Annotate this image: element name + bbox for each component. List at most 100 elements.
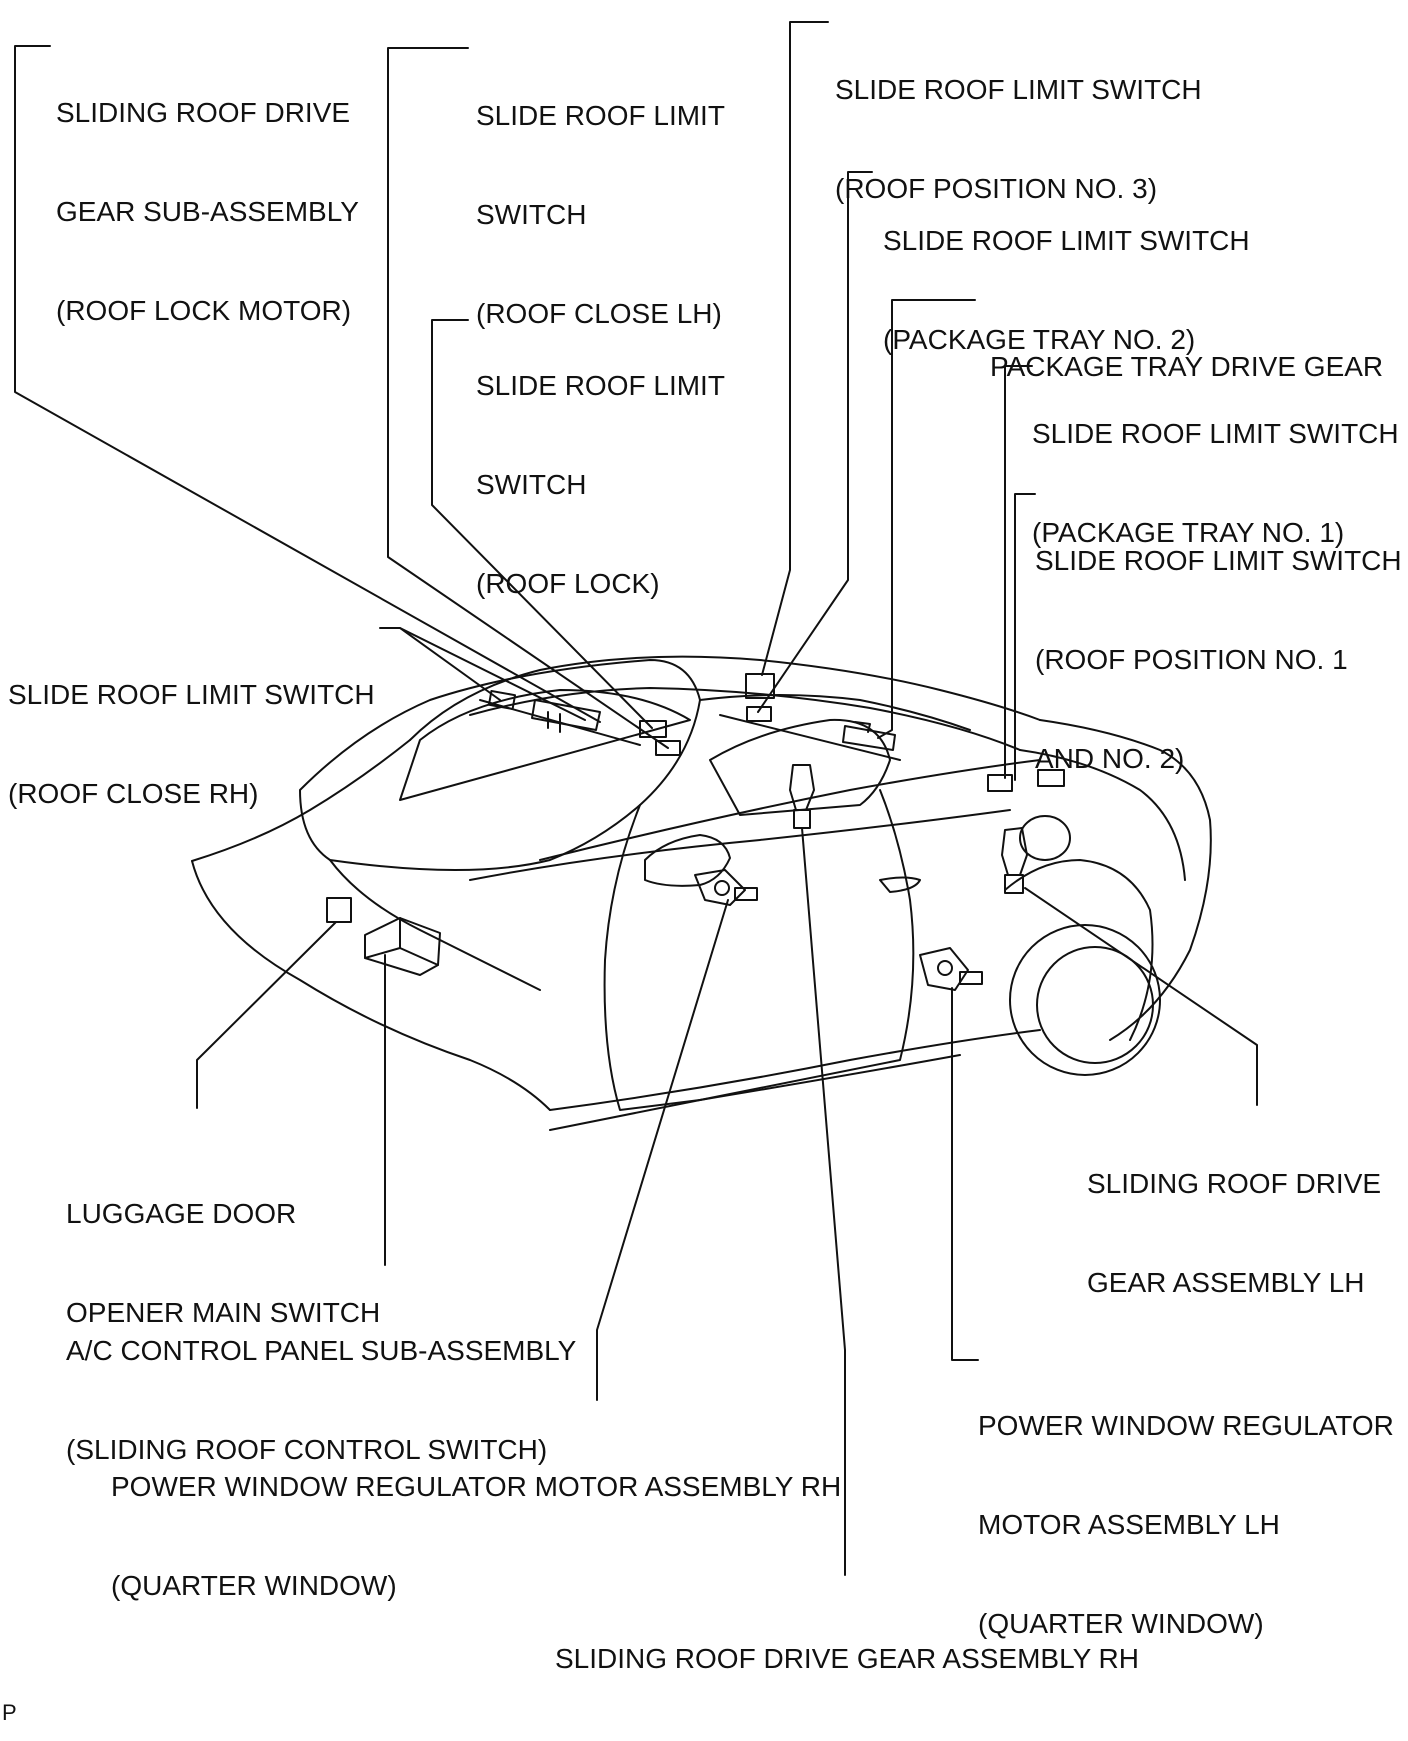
component-roof-lock-motor: [531, 699, 601, 733]
car-door-mirror: [644, 834, 731, 887]
label-line: (ROOF CLOSE LH): [476, 298, 722, 329]
label-line: PACKAGE TRAY DRIVE GEAR: [990, 351, 1384, 382]
leader-roof-lock-switch: [431, 319, 653, 729]
leader-window-motor-lh: [951, 987, 979, 1361]
label-line: SWITCH: [476, 199, 587, 230]
label-window-motor-rh: POWER WINDOW REGULATOR MOTOR ASSEMBLY RH…: [111, 1404, 841, 1668]
leader-roof-position-3: [761, 21, 829, 676]
component-roof-close-lh: [655, 740, 681, 756]
leader-luggage-door-opener: [196, 921, 337, 1109]
label-roof-position-1-2: SLIDE ROOF LIMIT SWITCH (ROOF POSITION N…: [1035, 478, 1402, 841]
label-line: (ROOF CLOSE RH): [8, 778, 259, 809]
component-luggage-door-opener: [326, 897, 352, 923]
leader-roof-lock-motor: [14, 45, 601, 723]
label-package-tray-1: SLIDE ROOF LIMIT SWITCH (PACKAGE TRAY NO…: [1032, 351, 1399, 615]
component-window-motor-lh: [919, 947, 983, 991]
label-line: SLIDING ROOF DRIVE: [1087, 1168, 1382, 1199]
label-line: AND NO. 2): [1035, 743, 1185, 774]
label-line: (PACKAGE TRAY NO. 2): [883, 324, 1196, 355]
leader-window-motor-rh: [596, 899, 729, 1401]
leader-package-tray-drive-gear: [877, 299, 976, 739]
component-ac-control-panel: [364, 917, 441, 976]
car-rear-window: [299, 659, 701, 871]
label-package-tray-2: SLIDE ROOF LIMIT SWITCH (PACKAGE TRAY NO…: [883, 158, 1250, 422]
component-package-tray-1: [987, 774, 1013, 792]
component-roof-lock-switch: [639, 720, 667, 738]
car-rear-bumper: [191, 860, 551, 1111]
label-line: SLIDE ROOF LIMIT SWITCH: [835, 74, 1202, 105]
car-sill: [549, 1029, 1041, 1111]
label-roof-lock-motor: SLIDING ROOF DRIVE GEAR SUB-ASSEMBLY (RO…: [56, 30, 359, 393]
car-hood: [1039, 719, 1212, 1041]
component-roof-position-1-2: [1037, 769, 1065, 787]
label-line: SLIDE ROOF LIMIT: [476, 370, 725, 401]
label-line: (SLIDING ROOF CONTROL SWITCH): [66, 1434, 548, 1465]
label-ac-control-panel: A/C CONTROL PANEL SUB-ASSEMBLY (SLIDING …: [66, 1268, 576, 1532]
leader-drive-gear-lh: [1024, 887, 1258, 1106]
car-door-outline: [603, 789, 915, 1111]
label-line: (ROOF POSITION NO. 3): [835, 173, 1158, 204]
label-line: SWITCH: [476, 469, 587, 500]
label-line: GEAR SUB-ASSEMBLY: [56, 196, 359, 227]
car-trunk-lid: [191, 739, 411, 862]
car-hood-crease: [1019, 749, 1186, 881]
car-fuel-door: [1019, 815, 1071, 861]
label-drive-gear-lh: SLIDING ROOF DRIVE GEAR ASSEMBLY LH: [1087, 1101, 1381, 1365]
label-roof-close-rh: SLIDE ROOF LIMIT SWITCH (ROOF CLOSE RH): [8, 612, 375, 876]
component-roof-close-rh: [487, 690, 517, 710]
label-line: SLIDE ROOF LIMIT SWITCH: [8, 679, 375, 710]
car-rear-quarter: [329, 859, 541, 991]
label-line: SLIDING ROOF DRIVE GEAR ASSEMBLY RH: [555, 1643, 1139, 1674]
leader-package-tray-1: [1004, 365, 1033, 779]
car-body-side-mid: [469, 809, 1011, 881]
leader-lines: [14, 21, 1258, 1576]
leader-package-tray-2: [757, 171, 873, 713]
label-line: A/C CONTROL PANEL SUB-ASSEMBLY: [66, 1335, 577, 1366]
label-drive-gear-rh: SLIDING ROOF DRIVE GEAR ASSEMBLY RH: [555, 1576, 1139, 1741]
car-roof: [409, 655, 1041, 741]
car-lower-body: [549, 1054, 961, 1131]
label-line: (ROOF POSITION NO. 1: [1035, 644, 1348, 675]
label-roof-close-lh: SLIDE ROOF LIMIT SWITCH (ROOF CLOSE LH): [476, 33, 725, 396]
label-roof-position-3: SLIDE ROOF LIMIT SWITCH (ROOF POSITION N…: [835, 7, 1202, 271]
label-line: SLIDE ROOF LIMIT SWITCH: [1035, 545, 1402, 576]
leader-roof-close-rh-2: [399, 627, 586, 721]
label-window-motor-lh: POWER WINDOW REGULATOR MOTOR ASSEMBLY LH…: [978, 1343, 1394, 1706]
label-line: GEAR ASSEMBLY LH: [1087, 1267, 1365, 1298]
car-windshield-top: [699, 694, 971, 731]
label-line: SLIDE ROOF LIMIT SWITCH: [883, 225, 1250, 256]
component-package-tray-drive-gear: [842, 721, 896, 751]
component-roof-position-3: [745, 673, 775, 699]
label-line: (ROOF LOCK): [476, 568, 660, 599]
label-line: SLIDE ROOF LIMIT SWITCH: [1032, 418, 1399, 449]
label-line: MOTOR ASSEMBLY LH: [978, 1509, 1280, 1540]
reference-code: P: [2, 1700, 17, 1725]
car-door-handle: [879, 876, 921, 893]
car-rear-glass-inner: [399, 689, 691, 801]
leader-drive-gear-rh: [801, 827, 846, 1576]
label-line: (PACKAGE TRAY NO. 1): [1032, 517, 1345, 548]
label-line: POWER WINDOW REGULATOR MOTOR ASSEMBLY RH: [111, 1471, 842, 1502]
component-package-tray-2: [746, 706, 772, 722]
label-line: (QUARTER WINDOW): [111, 1570, 397, 1601]
label-line: POWER WINDOW REGULATOR: [978, 1410, 1394, 1441]
label-line: SLIDE ROOF LIMIT: [476, 100, 725, 131]
leader-roof-position-1-2: [1014, 493, 1036, 781]
component-drive-gear-lh: [1001, 827, 1028, 894]
label-line: (QUARTER WINDOW): [978, 1608, 1264, 1639]
car-rear-wheel: [1009, 924, 1161, 1076]
leader-roof-close-lh: [387, 47, 669, 749]
label-line: OPENER MAIN SWITCH: [66, 1297, 381, 1328]
component-drive-gear-rh: [789, 764, 815, 829]
car-rear-wheel-inner: [1036, 946, 1154, 1064]
label-luggage-door-opener: LUGGAGE DOOR OPENER MAIN SWITCH: [66, 1131, 380, 1395]
label-package-tray-drive-gear: PACKAGE TRAY DRIVE GEAR: [990, 284, 1383, 449]
label-line: (ROOF LOCK MOTOR): [56, 295, 352, 326]
car-roof-line-2: [469, 687, 1021, 751]
label-line: LUGGAGE DOOR: [66, 1198, 297, 1229]
component-window-motor-rh: [694, 869, 758, 906]
roof-rail-right: [719, 714, 901, 761]
label-line: SLIDING ROOF DRIVE: [56, 97, 351, 128]
